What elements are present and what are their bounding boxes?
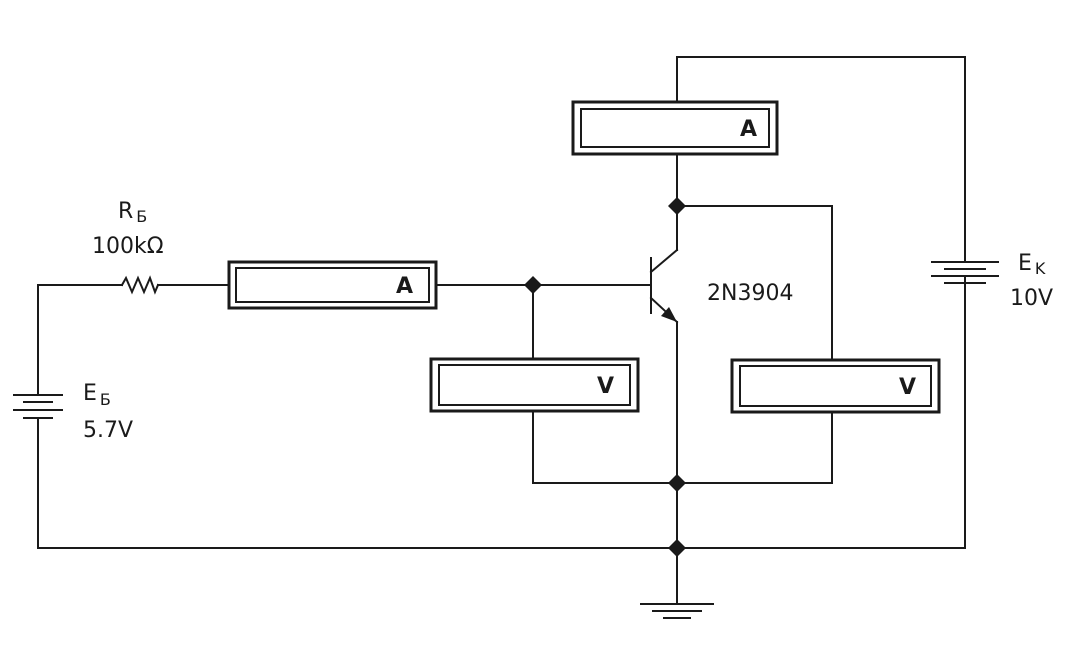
collector-voltmeter: V (730, 358, 941, 414)
collector-battery-symbol (931, 261, 999, 284)
ground-symbol (640, 603, 714, 619)
transistor-model: 2N3904 (707, 281, 793, 306)
collector-source-value: 10V (1010, 286, 1053, 311)
svg-text:V: V (899, 375, 916, 400)
resistor-symbol (120, 275, 160, 295)
svg-text:V: V (597, 374, 614, 399)
wire-collector-voltmeter-top (676, 205, 833, 363)
wire-top-rail (676, 56, 966, 63)
wire-collector-voltmeter-bottom (676, 409, 833, 484)
svg-text:A: A (740, 117, 757, 142)
junction-nodes (524, 197, 686, 557)
node-base (524, 276, 542, 294)
node-emitter (668, 474, 686, 492)
collector-ammeter: A (571, 100, 779, 156)
base-battery-symbol (13, 394, 63, 419)
wire-base-voltmeter-bottom (532, 409, 678, 484)
resistor-value: 100kΩ (92, 234, 164, 259)
transistor-symbol (639, 248, 679, 324)
node-collector (668, 197, 686, 215)
base-ammeter: A (227, 260, 438, 310)
base-voltmeter: V (429, 357, 640, 413)
base-source-value: 5.7V (83, 418, 133, 443)
svg-text:A: A (396, 274, 413, 299)
node-ground (668, 539, 686, 557)
wires (37, 56, 966, 605)
